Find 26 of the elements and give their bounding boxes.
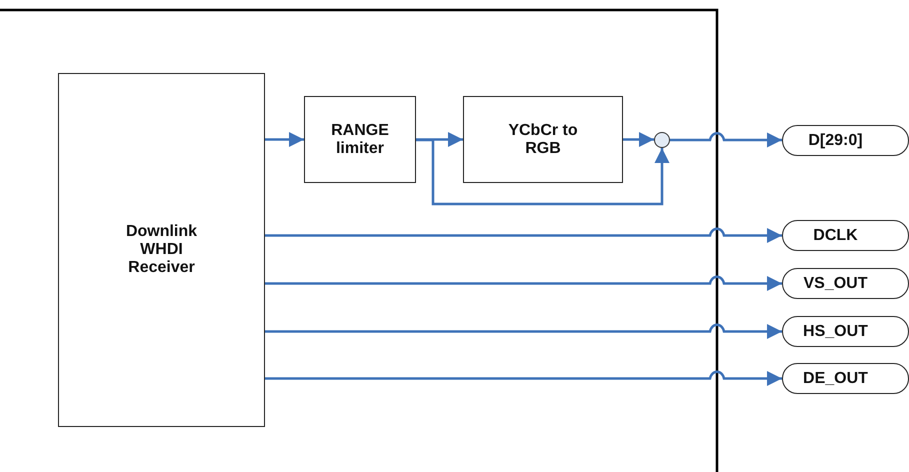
node-label: D[29:0]: [807, 132, 864, 150]
arrow: [265, 324, 782, 339]
arrow: [265, 132, 304, 147]
node-label: RANGE limiter: [330, 122, 390, 158]
node-label: DCLK: [812, 226, 859, 244]
process-box: [304, 96, 416, 183]
arrow: [416, 132, 463, 147]
node-label: VS_OUT: [802, 274, 868, 292]
signal-terminal: [782, 268, 909, 299]
node-label: DE_OUT: [802, 370, 869, 388]
arrow: [265, 228, 782, 243]
arrow: [623, 132, 654, 147]
summing-circle: [654, 132, 670, 148]
node-label: YCbCr to RGB: [507, 122, 579, 158]
signal-terminal: [782, 220, 909, 251]
signal-terminal: [782, 316, 909, 347]
arrow: [265, 276, 782, 291]
process-box: [463, 96, 623, 183]
arrow: [416, 138, 670, 206]
process-box: [58, 73, 265, 427]
signal-terminal: [782, 125, 909, 156]
arrow: [265, 370, 782, 386]
signal-terminal: [782, 363, 909, 394]
arrow: [670, 132, 782, 148]
node-label: Downlink WHDI Receiver: [124, 223, 198, 277]
node-label: HS_OUT: [802, 322, 869, 340]
